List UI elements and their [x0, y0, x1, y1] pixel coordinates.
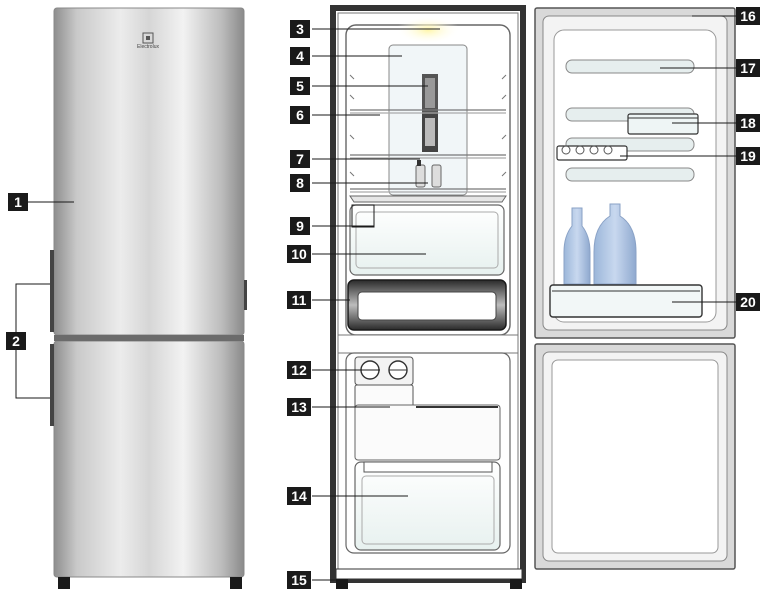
- callout-13: 13: [287, 398, 311, 416]
- adjustable-foot-right: [510, 579, 522, 589]
- upper-door-handle: [50, 250, 54, 332]
- freezer-drawer: [355, 462, 500, 550]
- foot-right: [230, 577, 242, 589]
- callout-12: 12: [287, 361, 311, 379]
- callout-2: 2: [6, 332, 26, 350]
- callout-19: 19: [736, 147, 760, 165]
- lower-door-handle: [50, 344, 54, 426]
- callout-14: 14: [287, 487, 311, 505]
- cabinet-interior: [312, 8, 523, 589]
- callout-10: 10: [287, 245, 311, 263]
- freezer-flap: [355, 405, 500, 460]
- cabinet-base: [336, 569, 522, 579]
- callout-16: 16: [736, 7, 760, 25]
- callout-5: 5: [290, 77, 310, 95]
- callout-18: 18: [736, 114, 760, 132]
- crisper-cover: [350, 196, 506, 202]
- brand-logo-text: Electrolux: [133, 44, 163, 50]
- upper-door: [54, 8, 244, 335]
- callout-1: 1: [8, 193, 28, 211]
- callout-20: 20: [736, 293, 760, 311]
- callout-7: 7: [290, 150, 310, 168]
- callout-11: 11: [287, 291, 311, 309]
- callout-9: 9: [290, 217, 310, 235]
- side-handle: [244, 280, 247, 310]
- butter-compartment: [628, 114, 698, 134]
- callout-8: 8: [290, 174, 310, 192]
- lower-door: [54, 341, 244, 577]
- interior-light: [396, 16, 460, 44]
- callout-6: 6: [290, 106, 310, 124]
- bottle-shelf: [550, 285, 702, 317]
- callout-3: 3: [290, 20, 310, 38]
- compartment-divider: [338, 335, 518, 353]
- callout-17: 17: [736, 59, 760, 77]
- callout-15: 15: [287, 571, 311, 589]
- door-gap: [54, 335, 244, 341]
- foot-left: [58, 577, 70, 589]
- closed-fridge: [16, 8, 247, 589]
- door-interior: [535, 8, 736, 569]
- bottle-holder: [416, 165, 425, 187]
- callout-4: 4: [290, 47, 310, 65]
- vegetable-drawer: [350, 205, 504, 275]
